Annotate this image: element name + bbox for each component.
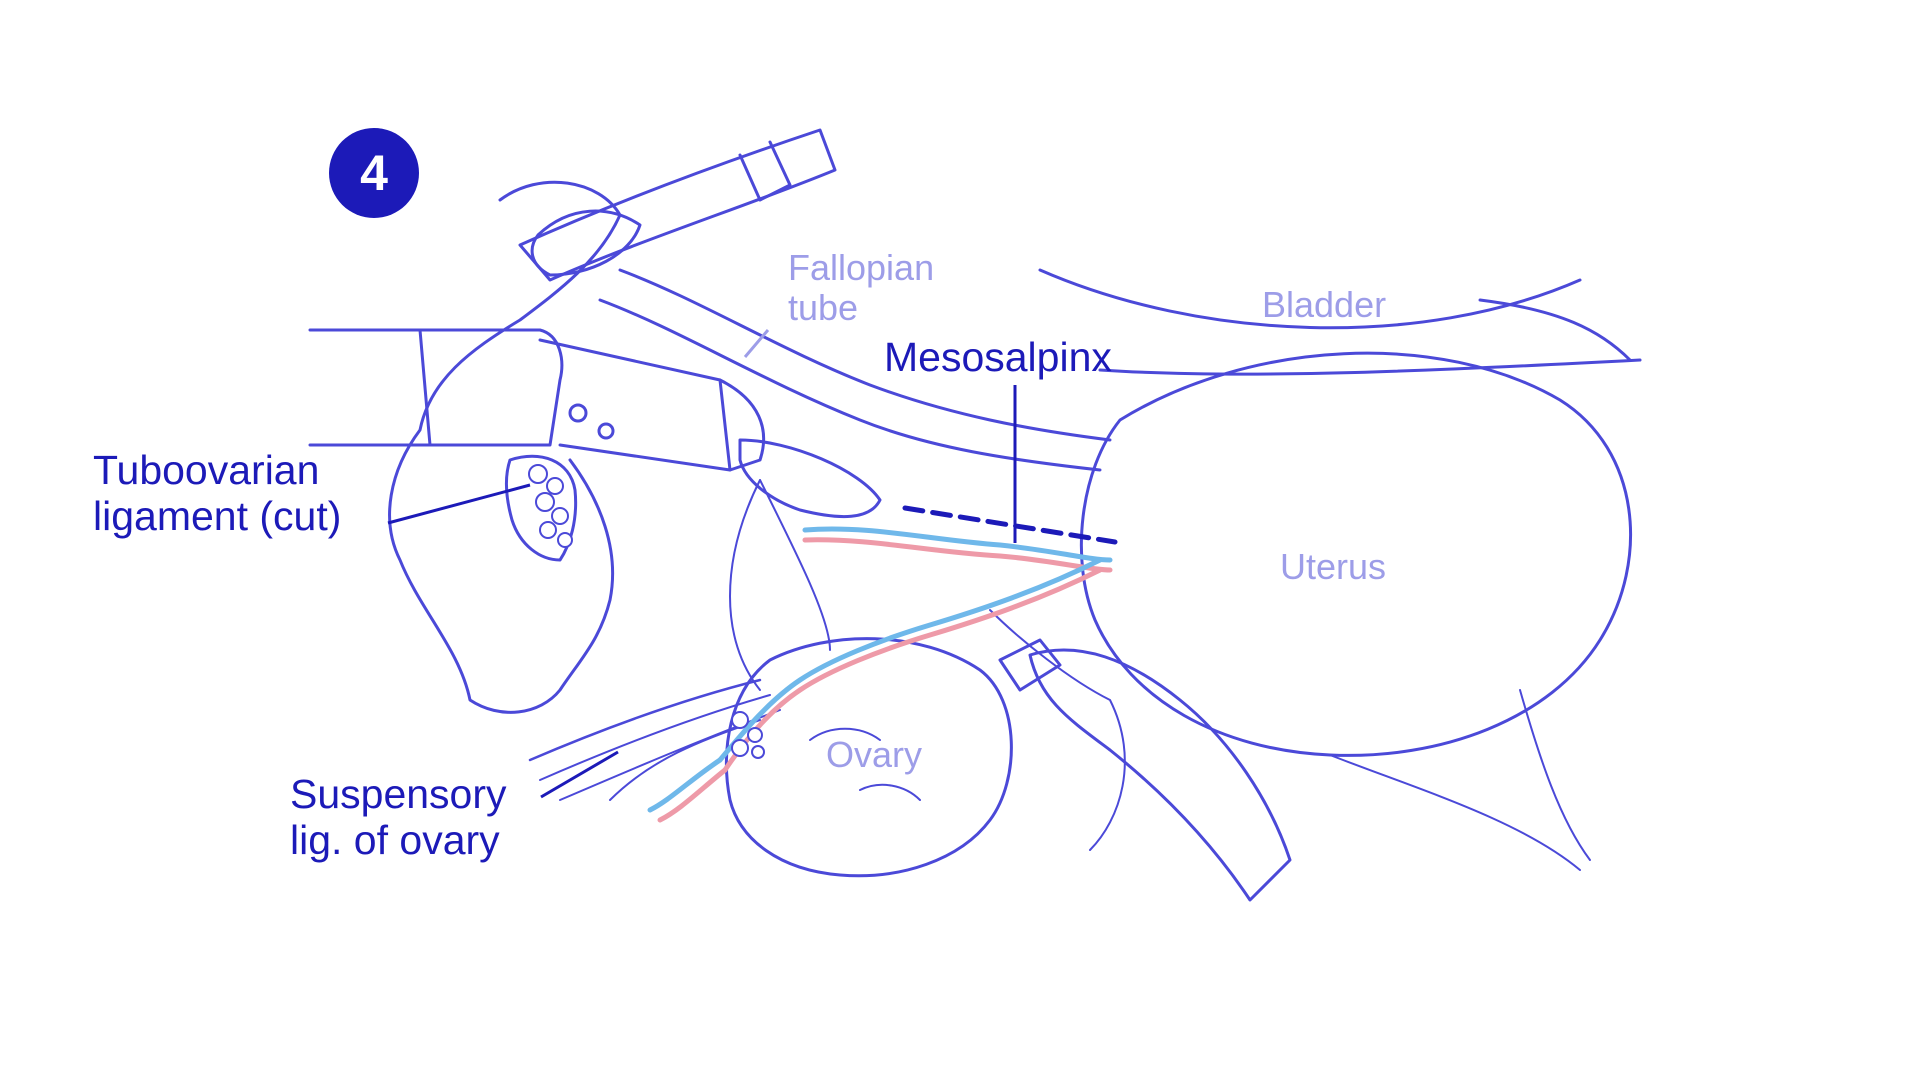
tuboovarian-pointer — [387, 483, 531, 525]
instrument-shaft — [308, 328, 432, 447]
probe — [1028, 648, 1292, 902]
ovary-label: Ovary — [826, 734, 923, 775]
suspensory-pointer — [540, 750, 619, 799]
tuboovarian-label-line-2: ligament (cut) — [93, 492, 342, 539]
mesosalpinx-cut-line — [902, 505, 1118, 545]
forceps — [518, 128, 837, 282]
mesosalpinx-label: Mesosalpinx — [884, 334, 1112, 380]
step-number-badge: 4 — [329, 128, 419, 218]
suspensory-label-line-1: Suspensory — [290, 771, 507, 817]
fallopian-label-line-2: tube — [788, 287, 859, 329]
uterus-label: Uterus — [1280, 546, 1387, 587]
ovary-shape — [724, 637, 1013, 878]
tuboovarian-stump — [505, 454, 578, 562]
suspensory-strands — [528, 678, 762, 762]
energy-jaw — [738, 438, 882, 519]
fallopian-tube-label: Fallopian tube — [788, 247, 935, 329]
tuboovarian-ligament-label: Tuboovarian ligament (cut) — [93, 447, 342, 540]
vein-vessel — [802, 526, 1113, 563]
uterus-shape — [1079, 351, 1633, 757]
fimbriae — [388, 180, 622, 714]
suspensory-label-line-2: lig. of ovary — [290, 816, 500, 863]
fallopian-pointer — [743, 329, 770, 358]
bladder-label: Bladder — [1262, 284, 1387, 325]
suspensory-ligament-label: Suspensory lig. of ovary — [290, 771, 507, 864]
fallopian-label-line-1: Fallopian — [788, 247, 935, 288]
tuboovarian-label-line-1: Tuboovarian — [93, 447, 320, 493]
